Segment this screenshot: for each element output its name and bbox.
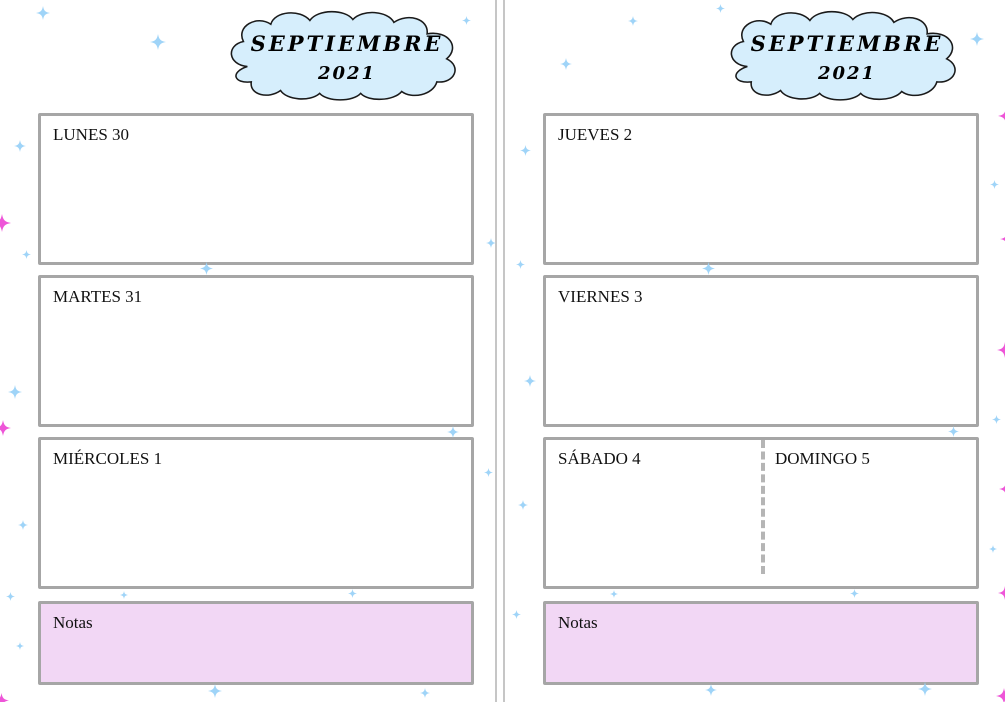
saturday-label: SÁBADO 4 <box>558 449 641 468</box>
day-box: VIERNES 3 <box>543 275 979 427</box>
cloud-icon <box>730 10 956 101</box>
weekend-box: SÁBADO 4 DOMINGO 5 <box>543 437 979 589</box>
day-label: MIÉRCOLES 1 <box>53 449 163 468</box>
planner-page-left: SEPTIEMBRE 2021 LUNES 30 MARTES 31 MIÉRC… <box>0 0 497 702</box>
cloud-icon <box>230 10 456 101</box>
cloud-month-label: SEPTIEMBRE <box>750 31 944 56</box>
month-cloud: SEPTIEMBRE 2021 <box>720 7 974 103</box>
sunday-label: DOMINGO 5 <box>775 449 870 468</box>
notes-box: Notas <box>543 601 979 685</box>
day-label: LUNES 30 <box>53 125 130 144</box>
cloud-year-label: 2021 <box>317 63 377 84</box>
day-label: JUEVES 2 <box>558 125 633 144</box>
day-box: JUEVES 2 <box>543 113 979 265</box>
month-cloud: SEPTIEMBRE 2021 <box>220 7 474 103</box>
notes-box: Notas <box>38 601 474 685</box>
weekend-dashed-divider <box>761 440 765 574</box>
cloud-month-label: SEPTIEMBRE <box>250 31 444 56</box>
day-box: MIÉRCOLES 1 <box>38 437 474 589</box>
day-label: MARTES 31 <box>53 287 143 306</box>
planner-page-right: SEPTIEMBRE 2021 JUEVES 2 VIERNES 3 SÁBAD… <box>503 0 1005 702</box>
cloud-year-label: 2021 <box>817 63 877 84</box>
notes-label: Notas <box>53 613 93 632</box>
day-box: LUNES 30 <box>38 113 474 265</box>
day-label: VIERNES 3 <box>558 287 643 306</box>
notes-label: Notas <box>558 613 598 632</box>
day-box: MARTES 31 <box>38 275 474 427</box>
